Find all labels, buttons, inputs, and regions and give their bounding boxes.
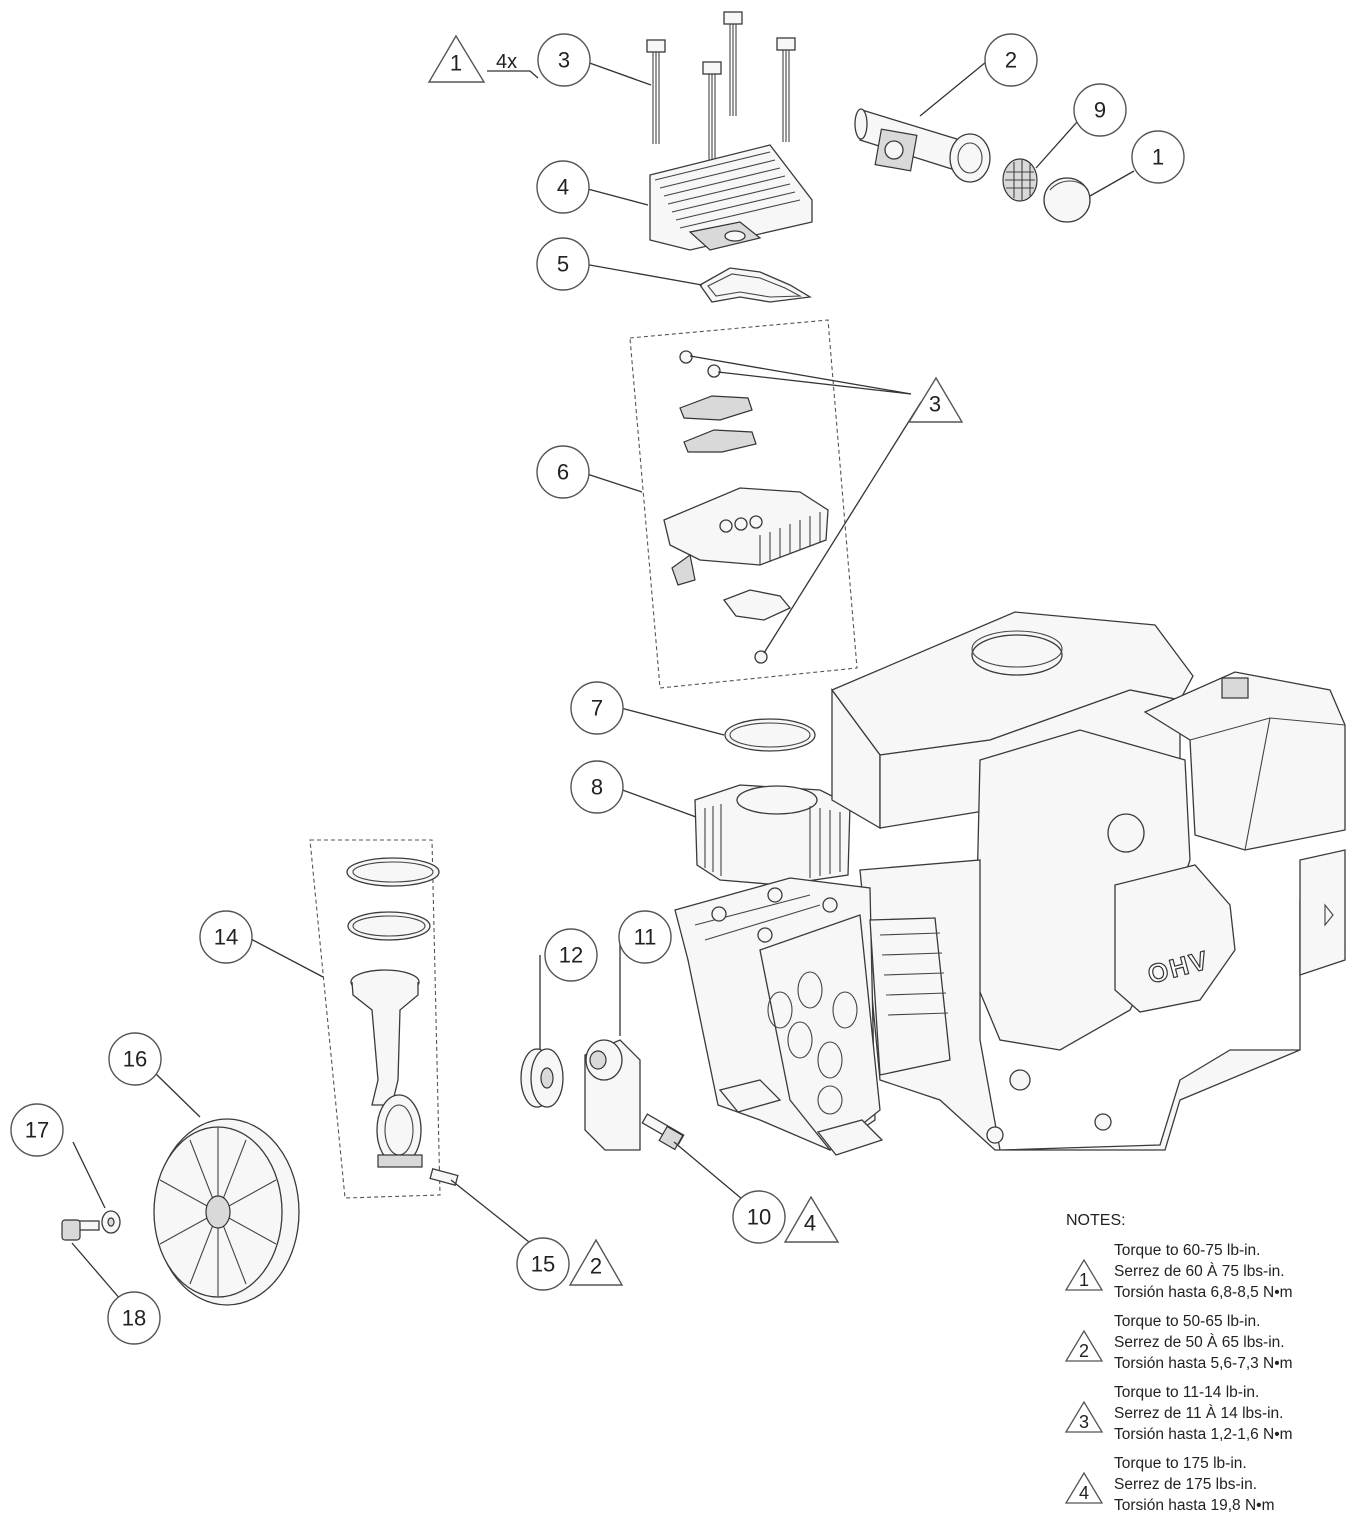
intake-cap — [1043, 177, 1091, 223]
svg-text:15: 15 — [531, 1252, 555, 1277]
piston-rod-assembly — [309, 839, 441, 1199]
svg-text:10: 10 — [747, 1205, 771, 1230]
callout-11: 11 — [618, 910, 672, 964]
note-3-line-fr: Serrez de 11 À 14 lbs-in. — [1114, 1405, 1284, 1422]
intake-filter — [1002, 158, 1038, 202]
note-1-line-en: Torque to 60-75 lb-in. — [1114, 1242, 1261, 1259]
svg-text:4: 4 — [557, 175, 569, 200]
fan-bolt — [61, 1219, 100, 1241]
svg-text:2: 2 — [590, 1254, 602, 1279]
note-4: 4 Torque to 175 lb-in. Serrez de 175 lbs… — [1064, 1453, 1349, 1524]
torque-flag-valve-screws: 3 — [907, 376, 964, 423]
note-3-line-es: Torsión hasta 1,2-1,6 N•m — [1114, 1426, 1293, 1443]
valve-plate-assembly — [629, 319, 858, 689]
svg-text:4: 4 — [1079, 1483, 1089, 1503]
note-2-line-es: Torsión hasta 5,6-7,3 N•m — [1114, 1355, 1293, 1372]
svg-text:3: 3 — [558, 48, 570, 73]
crankcase-cutouts — [767, 971, 858, 1115]
callout-16: 16 — [108, 1032, 162, 1086]
quantity-4x: 4x — [496, 51, 517, 73]
svg-text:3: 3 — [929, 392, 941, 417]
svg-text:3: 3 — [1079, 1412, 1089, 1432]
torque-flag-bolt-10: 4 — [783, 1195, 840, 1243]
svg-text:5: 5 — [557, 252, 569, 277]
svg-text:2: 2 — [1005, 48, 1017, 73]
note-2-flag: 2 — [1064, 1329, 1104, 1362]
svg-text:14: 14 — [214, 925, 238, 950]
svg-text:2: 2 — [1079, 1341, 1089, 1361]
callout-3: 3 — [537, 33, 591, 87]
callout-15: 15 — [516, 1237, 570, 1291]
callout-4: 4 — [536, 160, 590, 214]
note-1-line-fr: Serrez de 60 À 75 lbs-in. — [1114, 1263, 1285, 1280]
callout-10: 10 — [732, 1190, 786, 1244]
svg-text:4: 4 — [804, 1211, 816, 1236]
o-ring — [724, 718, 816, 752]
callout-8: 8 — [570, 760, 624, 814]
torque-flag-pin-15: 2 — [568, 1238, 624, 1286]
callout-2: 2 — [984, 33, 1038, 87]
note-4-line-en: Torque to 175 lb-in. — [1114, 1455, 1247, 1472]
callout-1: 1 — [1131, 130, 1185, 184]
callout-14: 14 — [199, 910, 253, 964]
cooling-fan — [153, 1118, 300, 1306]
callout-6: 6 — [536, 445, 590, 499]
svg-text:11: 11 — [634, 925, 657, 950]
note-4-line-fr: Serrez de 175 lbs-in. — [1114, 1476, 1258, 1493]
callout-18: 18 — [107, 1291, 161, 1345]
svg-text:17: 17 — [25, 1118, 49, 1143]
svg-text:8: 8 — [591, 775, 603, 800]
note-2: 2 Torque to 50-65 lb-in. Serrez de 50 À … — [1064, 1311, 1349, 1382]
svg-text:18: 18 — [122, 1306, 146, 1331]
fan-washer — [101, 1210, 121, 1234]
intake-tube — [854, 108, 991, 183]
head-bolts — [646, 11, 796, 162]
note-1: 1 Torque to 60-75 lb-in. Serrez de 60 À … — [1064, 1240, 1349, 1311]
cylinder-head — [649, 144, 813, 251]
svg-text:1: 1 — [1152, 145, 1164, 170]
svg-text:1: 1 — [1079, 1270, 1089, 1290]
cylinder — [694, 784, 851, 886]
note-4-line-es: Torsión hasta 19,8 N•m — [1114, 1497, 1275, 1514]
svg-text:6: 6 — [557, 460, 569, 485]
torque-flag-head-bolts: 1 4x — [427, 34, 517, 83]
note-1-flag: 1 — [1064, 1258, 1104, 1291]
note-3-line-en: Torque to 11-14 lb-in. — [1114, 1384, 1260, 1401]
pin-15 — [429, 1168, 459, 1186]
head-gasket — [699, 267, 812, 303]
torque-notes: NOTES: 1 Torque to 60-75 lb-in. Serrez d… — [1064, 1212, 1349, 1524]
svg-text:7: 7 — [591, 696, 603, 721]
svg-text:16: 16 — [123, 1047, 147, 1072]
note-1-line-es: Torsión hasta 6,8-8,5 N•m — [1114, 1284, 1293, 1301]
callout-7: 7 — [570, 681, 624, 735]
svg-text:9: 9 — [1094, 98, 1106, 123]
bearing-12 — [520, 1048, 564, 1108]
note-4-flag: 4 — [1064, 1471, 1104, 1504]
svg-text:1: 1 — [450, 51, 462, 76]
callout-9: 9 — [1073, 83, 1127, 137]
svg-text:12: 12 — [559, 943, 583, 968]
callout-5: 5 — [536, 237, 590, 291]
note-2-line-fr: Serrez de 50 À 65 lbs-in. — [1114, 1334, 1285, 1351]
callout-17: 17 — [10, 1103, 64, 1157]
note-3: 3 Torque to 11-14 lb-in. Serrez de 11 À … — [1064, 1382, 1349, 1453]
callout-balloons: 3 2 9 1 4 5 6 7 8 14 12 11 16 17 10 15 1… — [10, 33, 1185, 1345]
note-3-flag: 3 — [1064, 1400, 1104, 1433]
engine: OHV — [674, 611, 1346, 1156]
leader-lines — [71, 60, 1135, 1301]
note-2-line-en: Torque to 50-65 lb-in. — [1114, 1313, 1261, 1330]
callout-12: 12 — [544, 928, 598, 982]
notes-title: NOTES: — [1066, 1212, 1126, 1229]
bearing-support-11 — [584, 1039, 641, 1151]
